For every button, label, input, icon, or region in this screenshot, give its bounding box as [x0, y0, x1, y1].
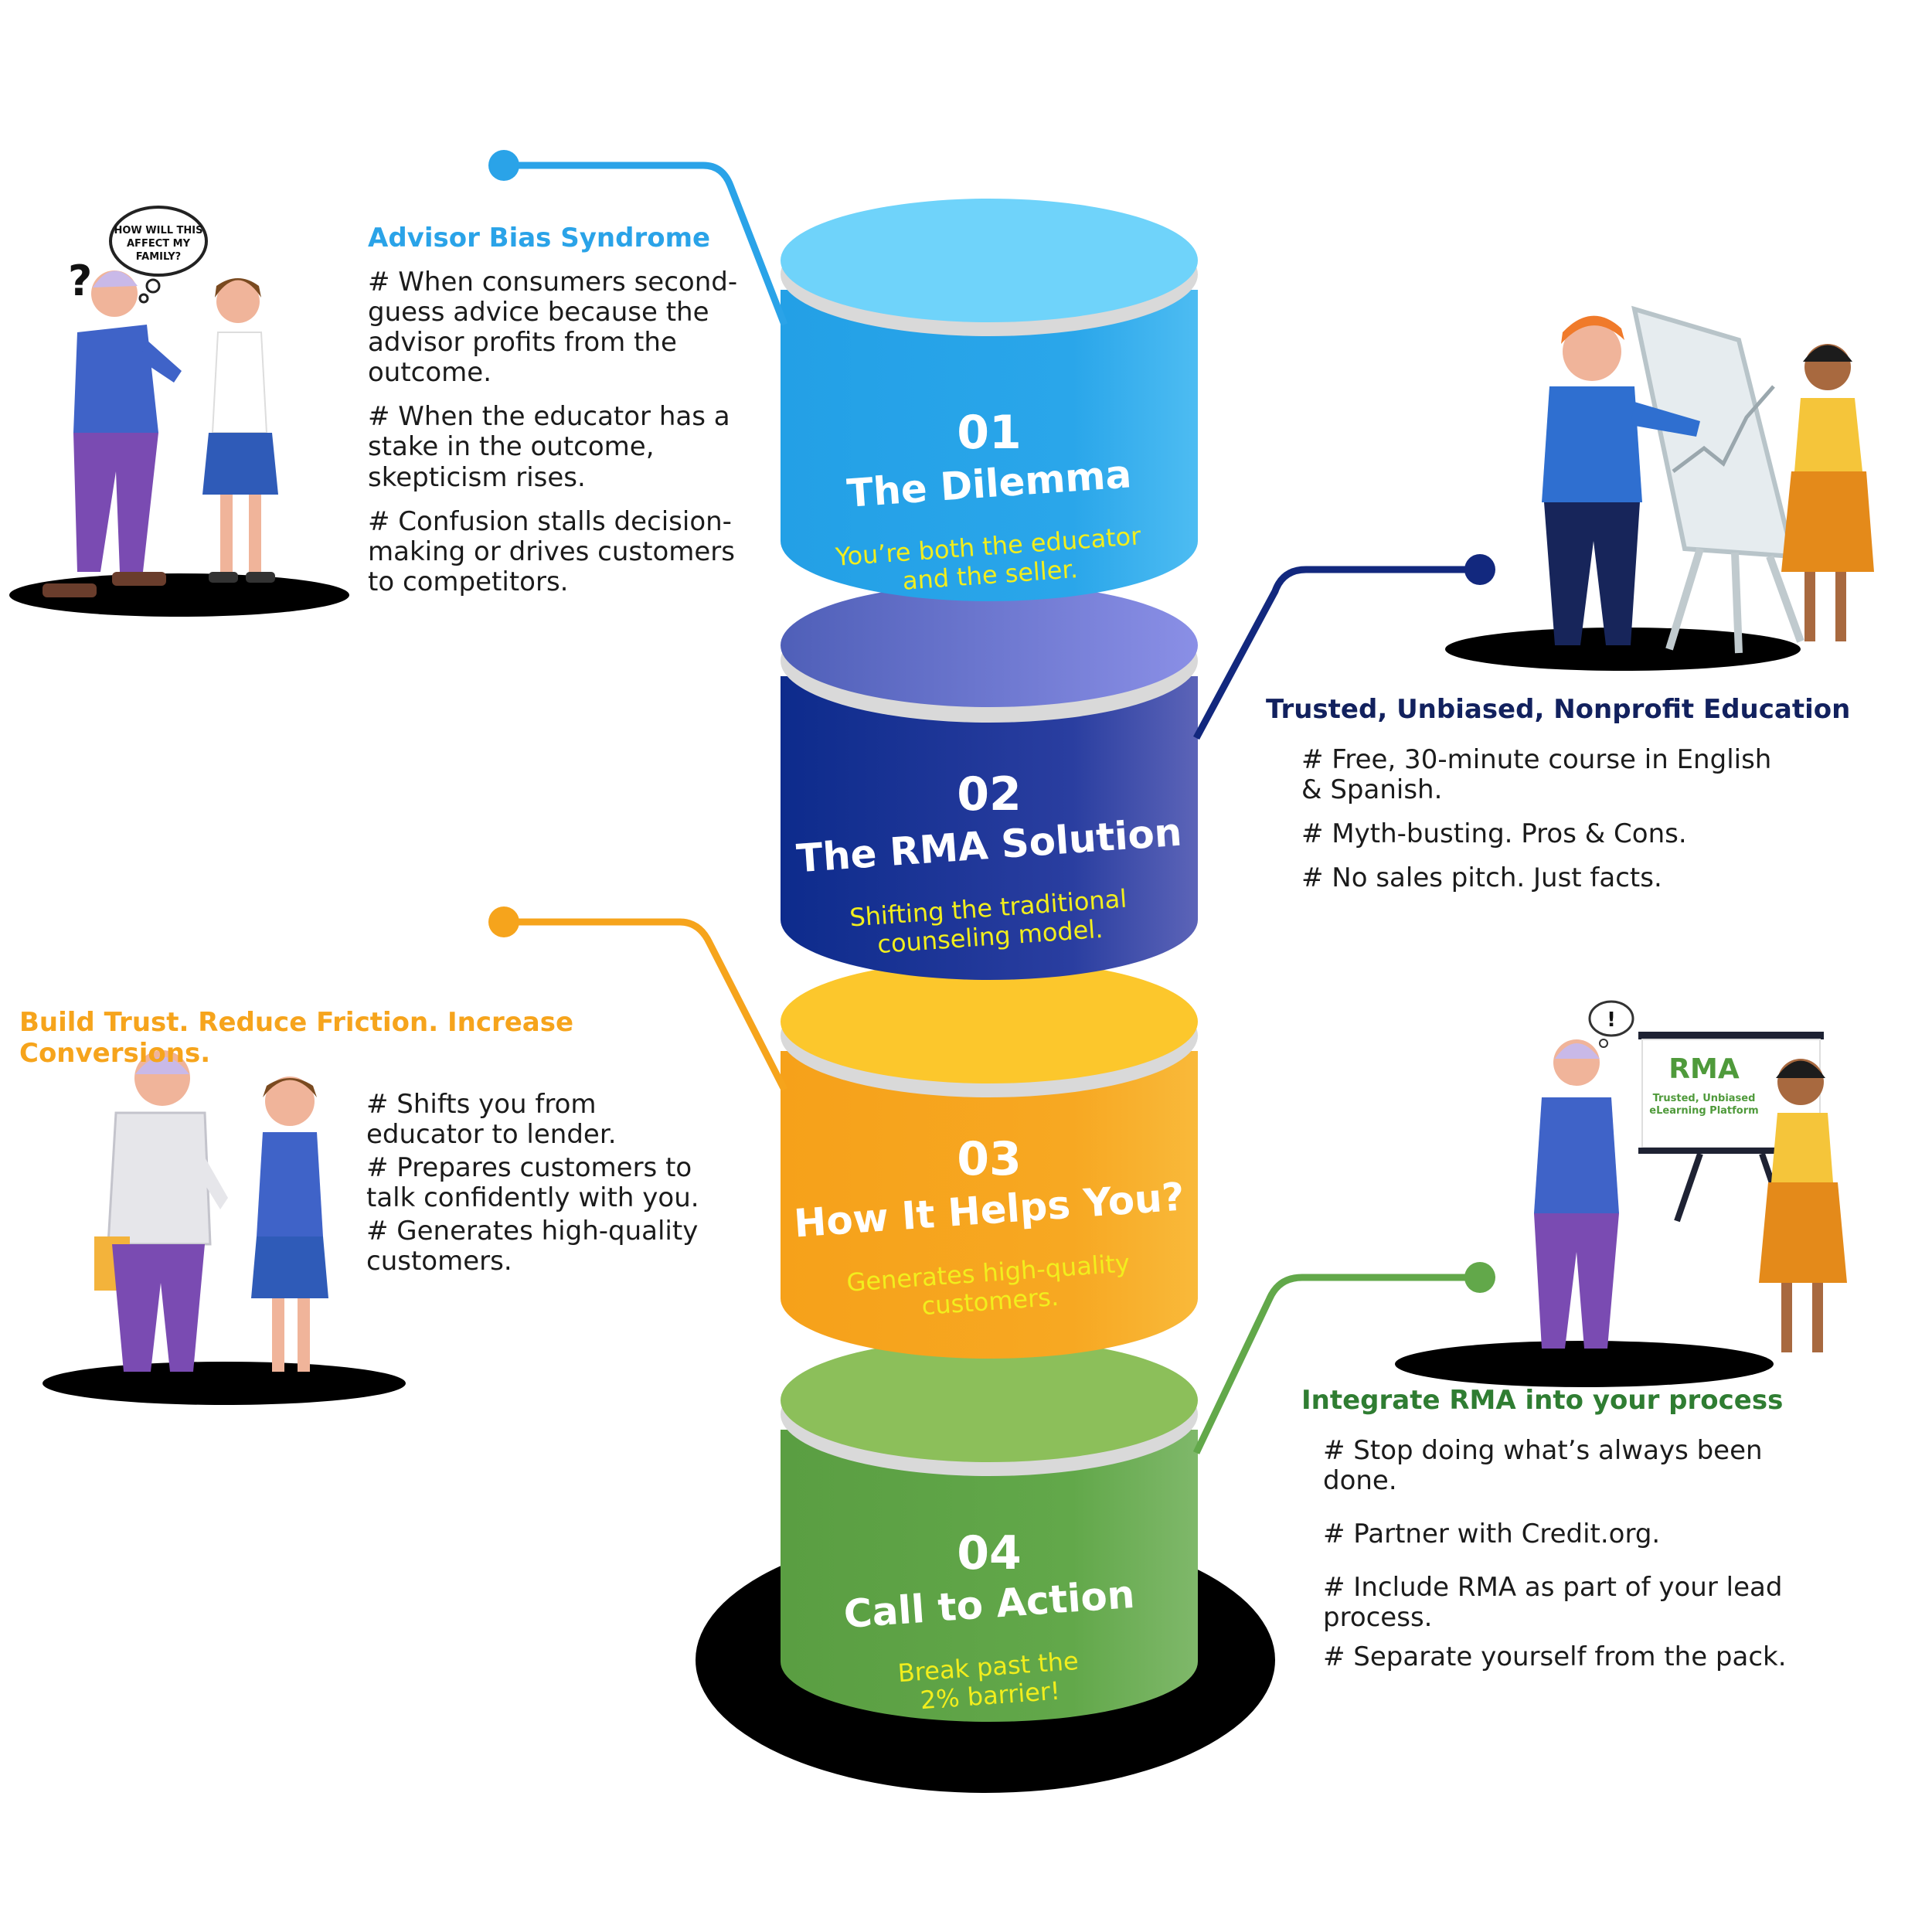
build-trust-bullet-1: # Shifts you from educator to lender.	[366, 1089, 617, 1151]
connector-tier-4	[1192, 1262, 1495, 1454]
advisor-bias-bullets: # When consumers second-guess advice bec…	[368, 267, 747, 597]
tier-3-label: 03 How It Helps You? Generates high-qual…	[781, 1132, 1198, 1321]
tier-4-number: 04	[957, 1526, 1022, 1580]
section-build-trust: Build Trust. Reduce Friction. Increase C…	[19, 1007, 715, 1083]
connector-tier-1	[488, 150, 788, 326]
tier-2-number: 02	[957, 767, 1022, 821]
tier-2-label: 02 The RMA Solution Shifting the traditi…	[781, 767, 1198, 959]
build-trust-bullet-3: # Generates high-quality customers.	[366, 1216, 699, 1277]
advisor-bias-heading: Advisor Bias Syndrome	[368, 223, 711, 253]
section-trusted: Trusted, Unbiased, Nonprofit Education #…	[1266, 694, 1853, 907]
connector-tier-3	[488, 906, 788, 1092]
tier-4-cylinder	[781, 1338, 1198, 1722]
integrate-bullets: # Stop doing what’s always been done. # …	[1301, 1435, 1833, 1673]
question-mark: ?	[68, 257, 92, 305]
connector-tier-2	[1193, 554, 1495, 740]
tier-2-cylinder	[781, 583, 1198, 980]
trusted-bullet-3: # No sales pitch. Just facts.	[1301, 862, 1662, 894]
tier-4-label: 04 Call to Action Break past the 2% barr…	[781, 1526, 1198, 1715]
integrate-bullet-3: # Include RMA as part of your lead proce…	[1323, 1572, 1783, 1634]
trusted-bullet-2: # Myth-busting. Pros & Cons.	[1301, 818, 1687, 850]
integrate-heading: Integrate RMA into your process	[1301, 1385, 1784, 1416]
integrate-bullet-4: # Separate yourself from the pack.	[1323, 1641, 1787, 1673]
tier-1-label: 01 The Dilemma You’re both the educator …	[781, 406, 1198, 596]
integrate-bullet-2: # Partner with Credit.org.	[1323, 1519, 1661, 1550]
build-trust-bullet-2: # Prepares customers to talk confidently…	[366, 1152, 699, 1214]
build-trust-heading: Build Trust. Reduce Friction. Increase C…	[19, 1007, 574, 1069]
advisor-bias-bullet-3: # Confusion stalls decision-making or dr…	[368, 505, 736, 597]
section-integrate: Integrate RMA into your process # Stop d…	[1301, 1385, 1889, 1687]
advisor-bias-bullet-1: # When consumers second-guess advice bec…	[368, 267, 738, 389]
tier-1-number: 01	[957, 406, 1022, 460]
board-title: RMA	[1668, 1053, 1740, 1085]
tier-3-cylinder	[781, 960, 1198, 1359]
illustration-handshake	[43, 1050, 406, 1405]
build-trust-bullets: # Shifts you from educator to lender. # …	[366, 1089, 706, 1281]
advisor-bias-bullet-2: # When the educator has a stake in the o…	[368, 401, 730, 493]
tier-1-cylinder	[781, 199, 1198, 601]
tier-3-number: 03	[957, 1132, 1022, 1186]
section-advisor-bias: Advisor Bias Syndrome # When consumers s…	[368, 223, 747, 611]
illustration-presentation	[1445, 305, 1874, 671]
trusted-heading: Trusted, Unbiased, Nonprofit Education	[1266, 694, 1851, 725]
trusted-bullet-1: # Free, 30-minute course in English & Sp…	[1301, 744, 1772, 806]
trusted-bullets: # Free, 30-minute course in English & Sp…	[1266, 744, 1796, 894]
integrate-bullet-1: # Stop doing what’s always been done.	[1323, 1435, 1763, 1497]
exclamation-mark: !	[1607, 1009, 1616, 1032]
